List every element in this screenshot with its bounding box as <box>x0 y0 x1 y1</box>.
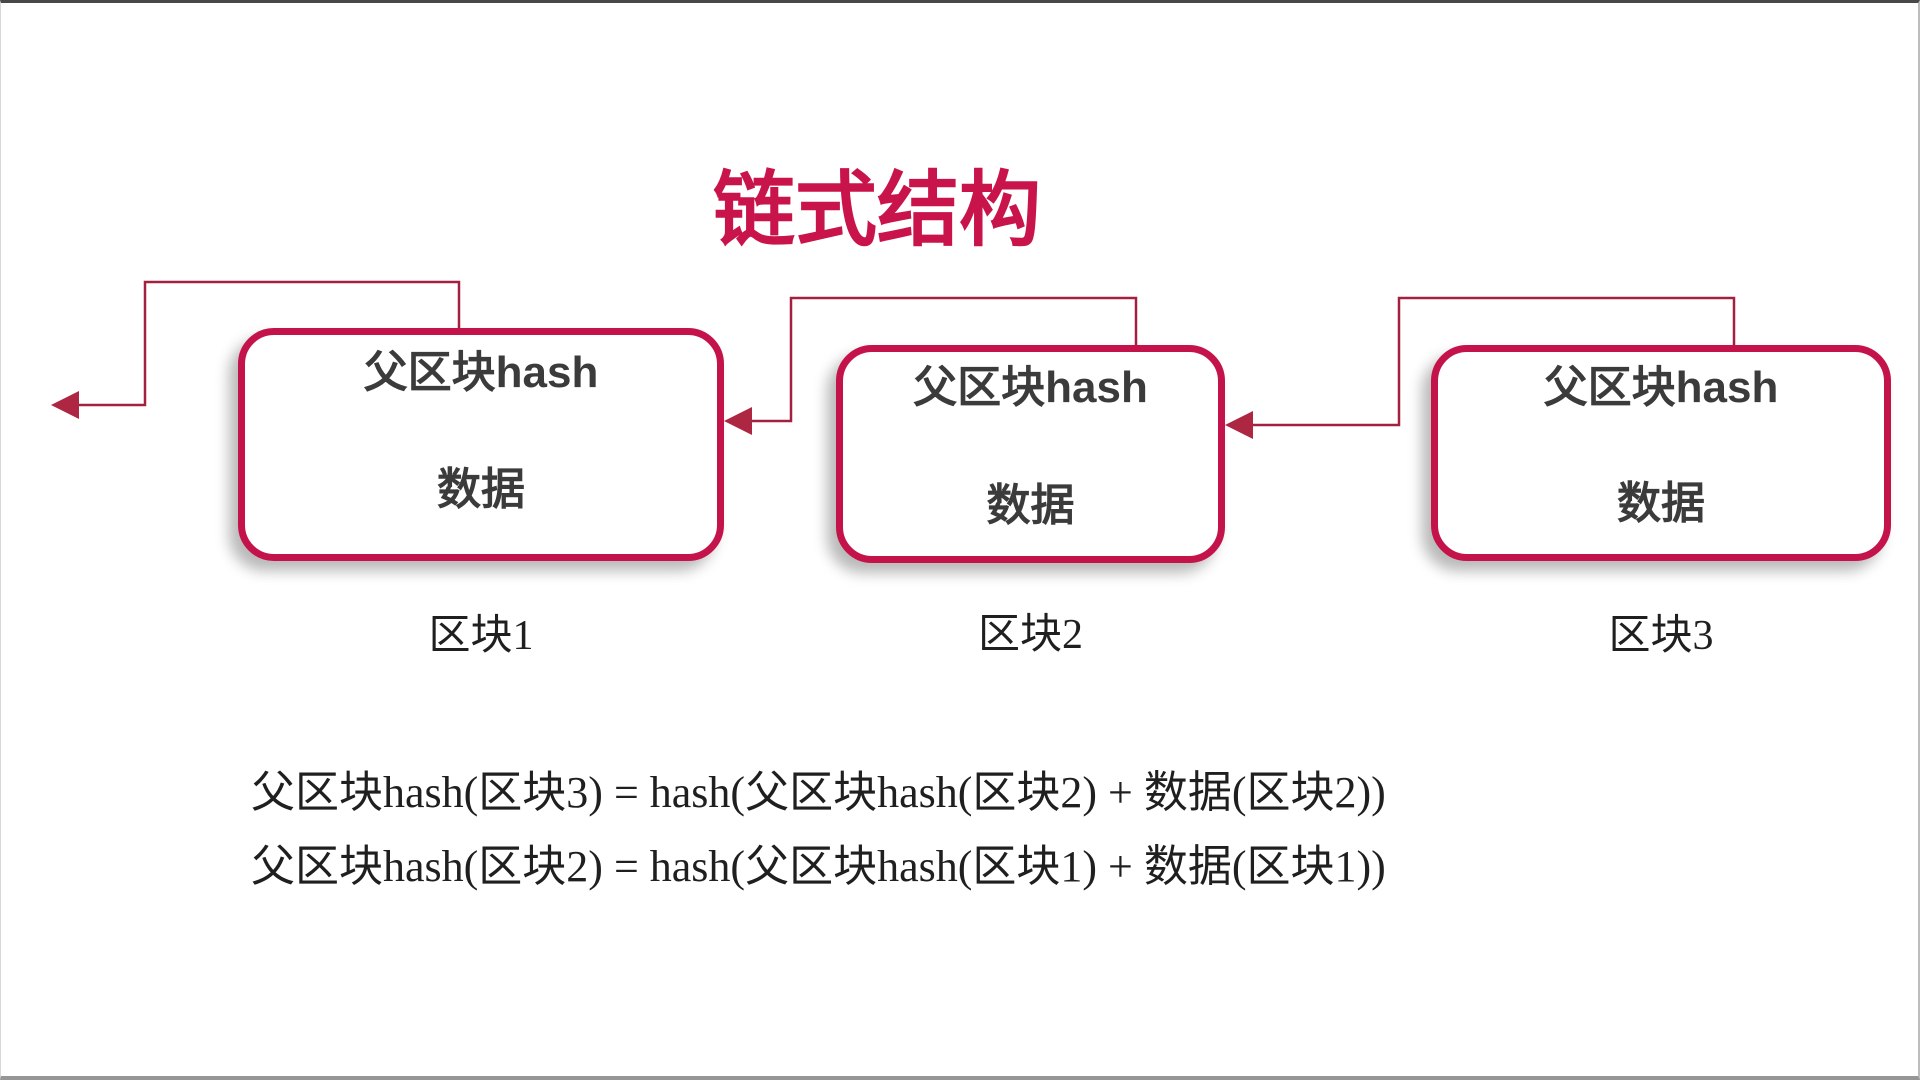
parent-hash-label: 父区块hash <box>913 363 1148 412</box>
data-label: 数据 <box>986 480 1075 530</box>
parent-hash-label: 父区块hash <box>363 348 599 397</box>
hash-formula-block3: 父区块hash(区块3) = hash(父区块hash(区块2) + 数据(区块… <box>251 768 1386 817</box>
data-label: 数据 <box>437 464 525 514</box>
block-caption-3: 区块3 <box>1608 613 1714 659</box>
block-card-3: 父区块hash 数据 <box>1431 345 1891 561</box>
block-card-1: 父区块hash 数据 <box>238 328 724 561</box>
hash-formula-block2: 父区块hash(区块2) = hash(父区块hash(区块1) + 数据(区块… <box>251 842 1386 891</box>
page-title: 链式结构 <box>713 164 1042 256</box>
arrowhead-left-icon <box>724 407 752 435</box>
block-caption-2: 区块2 <box>977 612 1083 658</box>
parent-hash-label: 父区块hash <box>1543 363 1779 412</box>
block-card-2: 父区块hash 数据 <box>836 345 1225 563</box>
arrowhead-left-icon <box>1225 411 1253 439</box>
data-label: 数据 <box>1617 478 1705 528</box>
arrowhead-left-icon <box>51 391 79 419</box>
block-caption-1: 区块1 <box>428 613 534 659</box>
